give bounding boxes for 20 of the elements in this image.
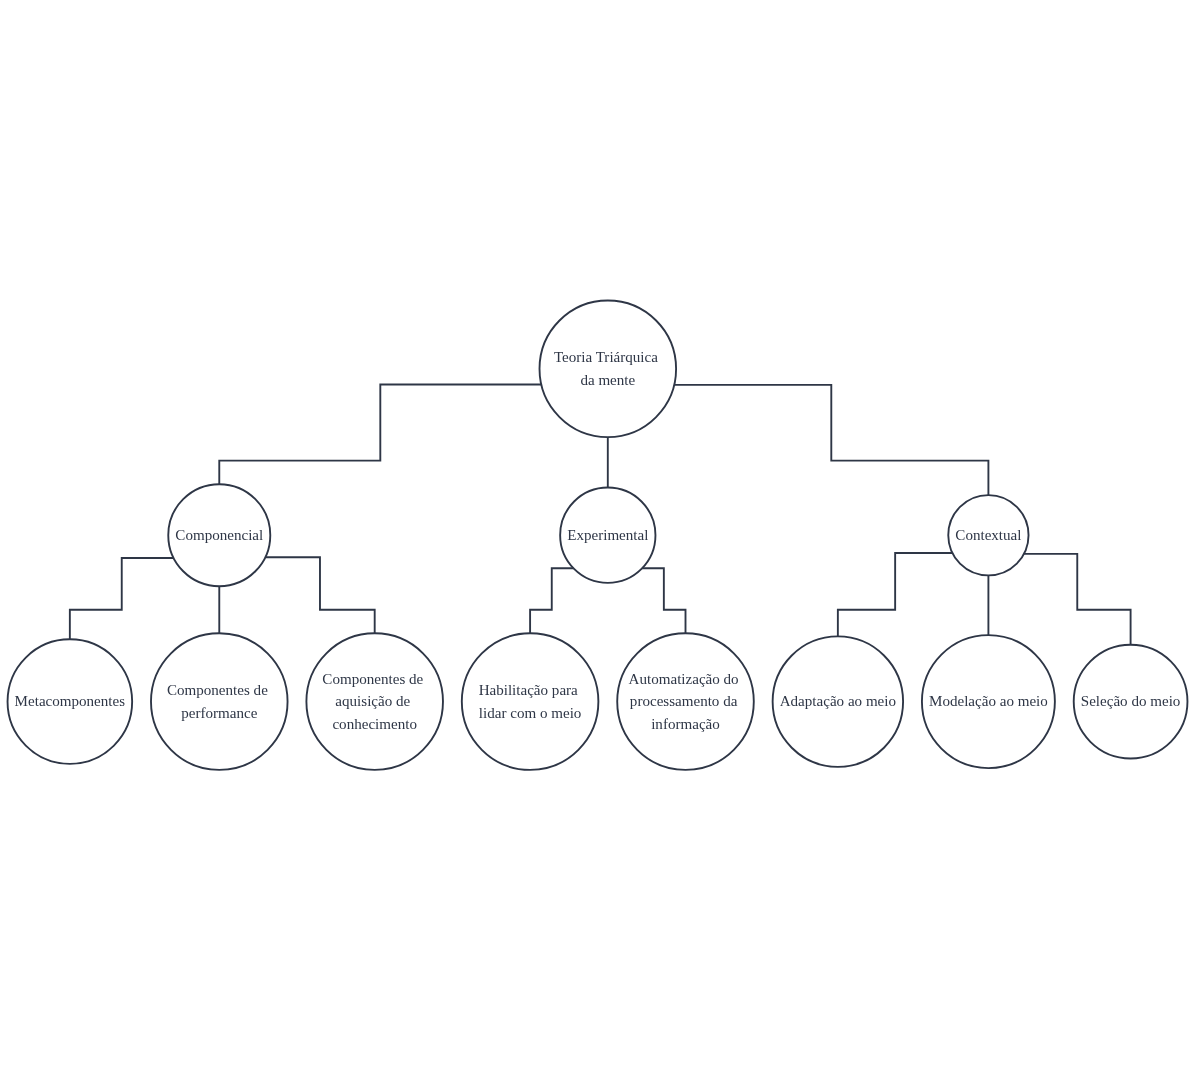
node-circle: Automatização do processamento da informação: [616, 632, 755, 771]
connector: [218, 585, 221, 635]
node-circle: Contextual: [947, 493, 1030, 577]
node-circle: Modelação ao meio: [920, 633, 1056, 769]
connector: [987, 574, 990, 636]
node-circle: Seleção do meio: [1072, 643, 1189, 760]
node-circle: Componencial: [167, 483, 272, 587]
node-circle: Componentes de aquisição de conhecimento: [305, 632, 444, 771]
node-circle: Teoria Triárquica da mente: [538, 299, 678, 438]
node-circle: Metacomponentes: [6, 638, 134, 765]
connector: [1023, 552, 1132, 646]
node-circle: Habilitação para lidar com o meio: [460, 632, 600, 771]
connector: [606, 435, 609, 489]
connector: [529, 567, 575, 635]
node-circle: Experimental: [559, 486, 657, 584]
connector: [264, 556, 376, 635]
connector: [641, 567, 687, 635]
node-circle: Componentes de performance: [150, 632, 289, 771]
connector: [673, 383, 990, 496]
node-circle: Adaptação ao meio: [771, 635, 905, 768]
